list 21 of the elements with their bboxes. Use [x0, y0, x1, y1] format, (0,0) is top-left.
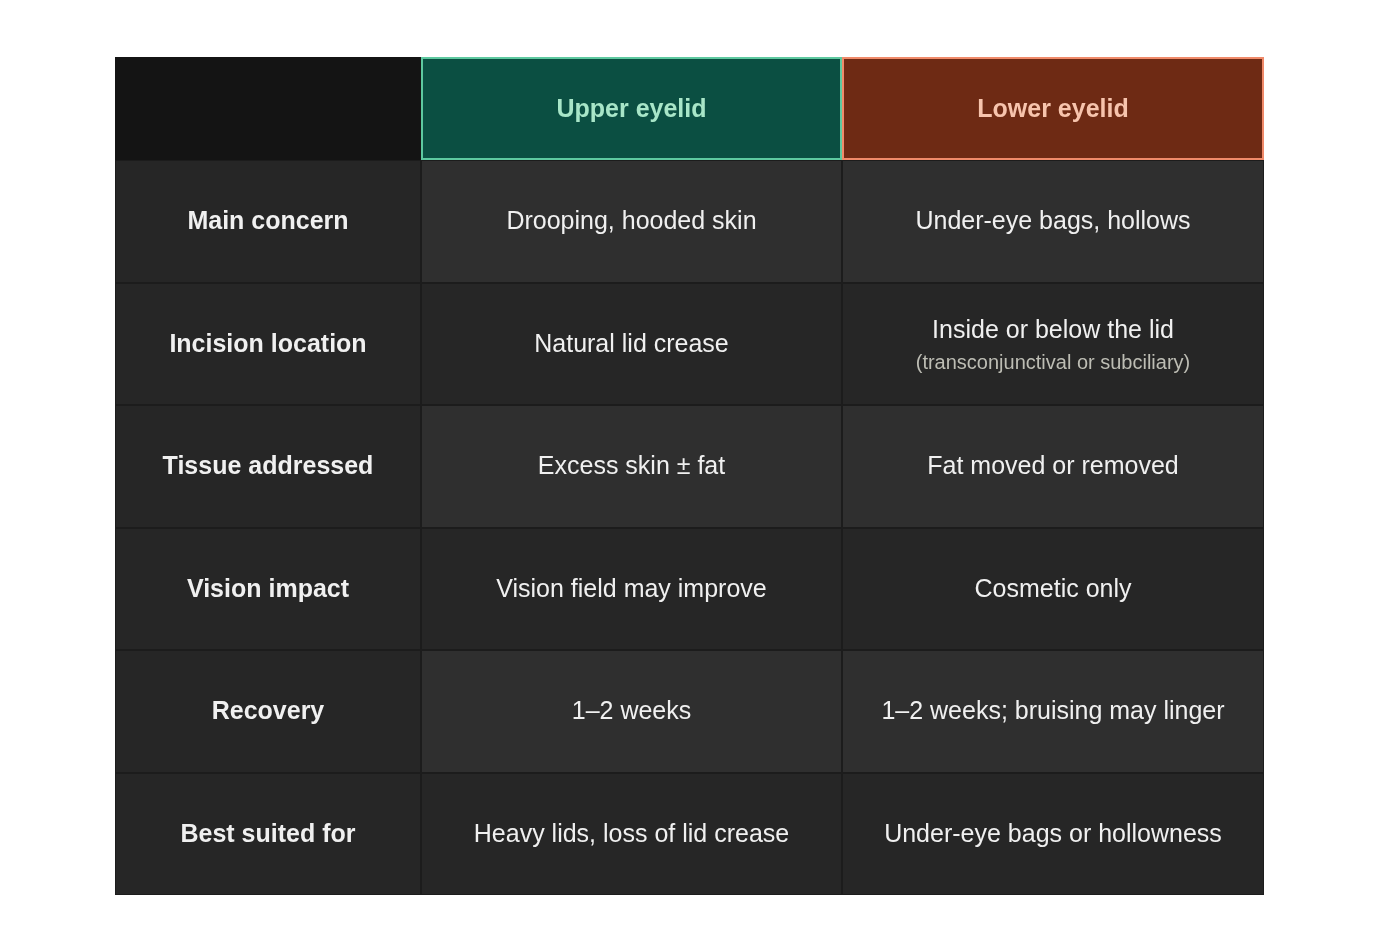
cell-text: Vision impact [186, 572, 350, 604]
cell-text: Upper eyelid [556, 92, 707, 124]
cell-text: 1–2 weeks; bruising may linger [881, 695, 1225, 727]
cell-text: Vision field may improve [496, 572, 767, 604]
cell-text: Excess skin ± fat [537, 450, 726, 482]
cell-text: Under-eye bags, hollows [915, 205, 1191, 237]
cell-text: Inside or below the lid [932, 314, 1174, 346]
cell-text: Recovery [211, 695, 325, 727]
cell-text: Fat moved or removed [927, 450, 1179, 482]
cell-text: 1–2 weeks [571, 695, 692, 727]
cell-text: Incision location [169, 327, 367, 359]
cell-text: Tissue addressed [162, 450, 374, 482]
cell-text: Drooping, hooded skin [506, 205, 757, 237]
cell-text: Natural lid crease [534, 327, 729, 359]
cell-text: Heavy lids, loss of lid crease [473, 817, 790, 849]
cell-text: Main concern [187, 205, 349, 237]
cell-text: Cosmetic only [974, 572, 1132, 604]
cell-text: Best suited for [180, 817, 356, 849]
cell-note: (transconjunctival or subciliary) [915, 351, 1191, 375]
cell-text: Under-eye bags or hollowness [884, 817, 1222, 849]
cell-text: Lower eyelid [977, 92, 1129, 124]
